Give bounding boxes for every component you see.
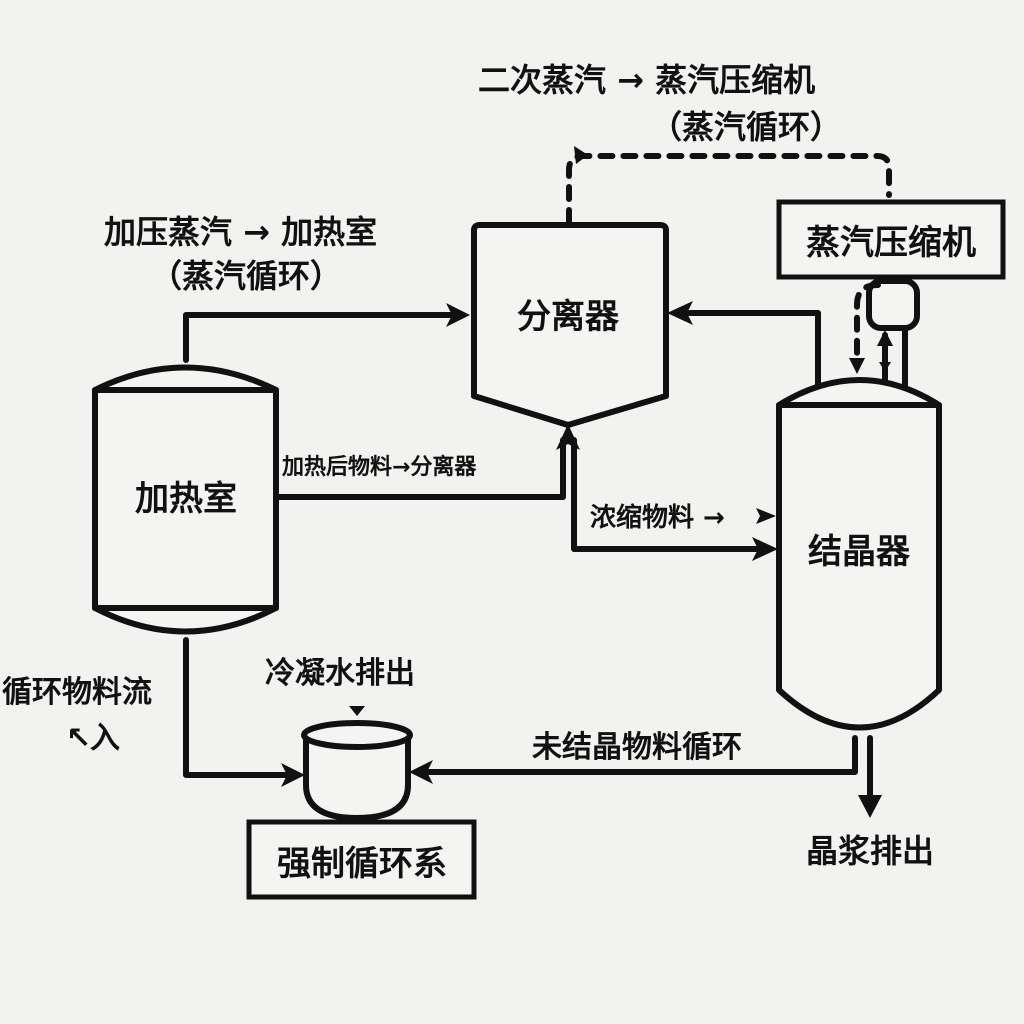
flow-heated-material: 加热后物料→分离器	[273, 424, 580, 500]
separator-label: 分离器	[517, 297, 620, 337]
heating-chamber-vessel[interactable]: 加热室	[92, 364, 279, 635]
vapor-compressor-label: 蒸汽压缩机	[806, 223, 976, 263]
flow-recycle-inflow	[183, 637, 305, 787]
crystallizer-label: 结晶器	[808, 532, 911, 572]
arrowhead-icon	[858, 795, 882, 818]
arrowhead-icon	[281, 763, 305, 787]
left-annotation-line2: （蒸汽循环）	[150, 257, 342, 295]
flow-heater-to-separator-top	[183, 303, 470, 363]
flow-crystallizer-to-separator	[667, 301, 821, 388]
condensate-discharge-label: 冷凝水排出	[265, 656, 415, 691]
forced-circulation-pump-box[interactable]: 强制循环系	[246, 819, 477, 900]
flow-uncrystallized-recycle: 未结晶物料循环	[409, 730, 858, 784]
top-annotation-line2: （蒸汽循环）	[650, 108, 842, 146]
arrowhead-icon	[879, 362, 891, 372]
left-annotation-line1: 加压蒸汽 → 加热室	[104, 213, 377, 251]
arrowhead-icon	[752, 537, 778, 561]
flow-compressor-crystallizer	[849, 282, 908, 388]
heating-chamber-label: 加热室	[135, 479, 237, 519]
slurry-discharge-label: 晶浆排出	[806, 832, 934, 870]
concentrated-material-label: 浓缩物料 →	[590, 502, 725, 533]
separator-vessel[interactable]: 分离器	[471, 222, 669, 428]
vapor-compressor-box[interactable]: 蒸汽压缩机	[776, 199, 1006, 280]
recycle-inflow-label-line1: 循环物料流	[2, 675, 152, 710]
flow-slurry-discharge: 晶浆排出	[806, 735, 934, 870]
flow-secondary-vapor	[566, 146, 892, 225]
arrowhead-icon	[409, 760, 433, 784]
recycle-inflow-arrow-glyph: ↖	[66, 721, 91, 756]
flow-concentrated-material: 浓缩物料 →	[571, 437, 778, 561]
arrowhead-icon	[849, 358, 865, 374]
arrowhead-icon	[667, 301, 693, 325]
heated-material-label: 加热后物料→分离器	[281, 454, 477, 480]
top-annotation-line1: 二次蒸汽 → 蒸汽压缩机	[478, 61, 815, 99]
arrowhead-icon	[574, 146, 588, 164]
uncrystallized-recycle-label: 未结晶物料循环	[532, 730, 742, 765]
arrowhead-icon	[756, 508, 776, 524]
recycle-inflow-label-line2: 入	[90, 721, 120, 756]
compressor-unit-icon	[866, 278, 920, 331]
condensate-drain-arrow-icon	[349, 706, 365, 716]
arrowhead-icon	[877, 330, 893, 346]
forced-circulation-pump-label: 强制循环系	[277, 844, 447, 884]
condensate-pot[interactable]	[301, 706, 413, 821]
arrowhead-icon	[446, 303, 470, 327]
crystallizer-vessel[interactable]: 结晶器	[776, 377, 942, 731]
